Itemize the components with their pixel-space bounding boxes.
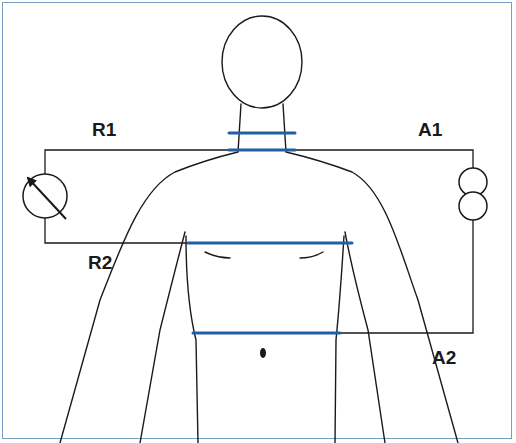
electrode-label: A2 [432, 348, 456, 367]
electrode-label: R1 [92, 120, 116, 139]
electrode-bands [188, 133, 352, 333]
current-source-symbol [459, 168, 487, 220]
torso-outline [60, 16, 458, 443]
electrode-label: R2 [88, 253, 112, 272]
voltmeter-symbol [23, 174, 67, 219]
electrode-label: A1 [418, 120, 442, 139]
wires [45, 150, 473, 333]
